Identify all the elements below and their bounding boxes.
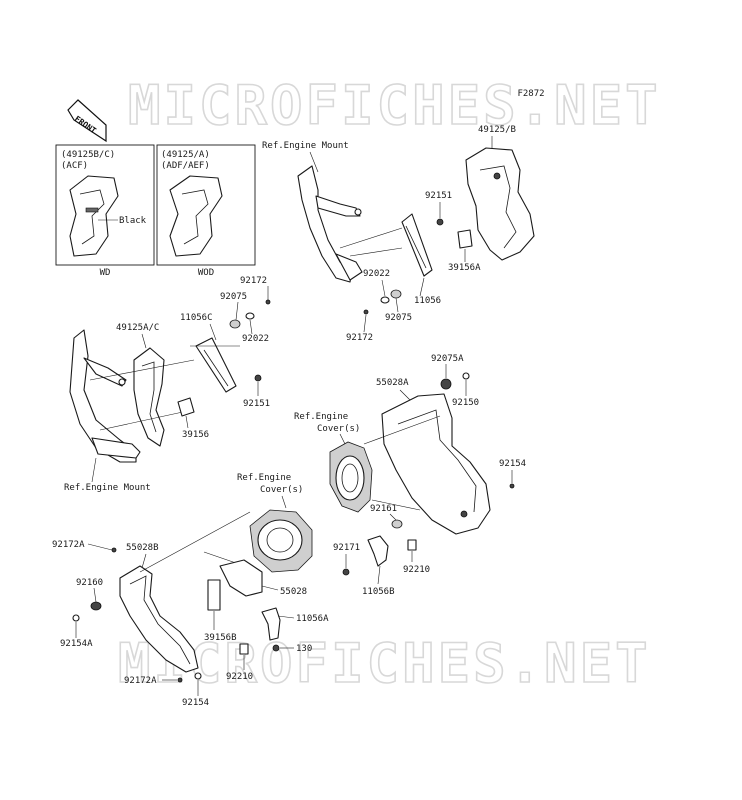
bolt-92172A-top — [111, 547, 117, 553]
engine-mount-bracket-top — [297, 165, 363, 283]
label-p92150: 92150 — [452, 398, 479, 408]
label-p92161: 92161 — [370, 504, 397, 514]
cover-55028 — [219, 559, 263, 597]
label-p49125AC: 49125A/C — [116, 323, 159, 333]
bolt-92172-left — [265, 299, 271, 305]
inset-wod-variant: (ADF/AEF) — [161, 161, 210, 171]
pad-39156B — [207, 579, 221, 611]
label-p11056A: 11056A — [296, 614, 329, 624]
grommet-92075-left — [229, 319, 241, 329]
bracket-11056C — [195, 337, 237, 393]
inset-wod-code: (49125/A) — [161, 150, 210, 160]
label-p92154-right: 92154 — [499, 459, 526, 469]
label-p92160: 92160 — [76, 578, 103, 588]
label-p92075A: 92075A — [431, 354, 464, 364]
label-p92154-bottom: 92154 — [182, 698, 209, 708]
nut-92150 — [462, 372, 470, 380]
engine-mount-bracket-left — [69, 329, 141, 463]
label-p11056B: 11056B — [362, 587, 395, 597]
label-p92075-top: 92075 — [385, 313, 412, 323]
inset-wod-caption: WOD — [198, 268, 214, 278]
label-ref-engine-cover-2a: Ref.Engine — [237, 473, 291, 483]
grommet-92075-top — [390, 289, 402, 299]
cover-49125AC — [133, 347, 165, 447]
inset-wd-caption: WD — [100, 268, 111, 278]
bracket-11056 — [401, 213, 433, 277]
label-p92172-left: 92172 — [240, 276, 267, 286]
label-p92171: 92171 — [333, 543, 360, 553]
black-trim-mark — [85, 207, 99, 213]
bolt-92171 — [342, 568, 350, 576]
inset-wd-variant: (ACF) — [61, 161, 88, 171]
collar-92022-top — [380, 296, 390, 304]
label-p92022-top: 92022 — [363, 269, 390, 279]
label-p49125B: 49125/B — [478, 125, 516, 135]
label-p55028A: 55028A — [376, 378, 409, 388]
grommet-92160 — [90, 601, 102, 611]
collar-92161 — [391, 519, 403, 529]
label-p92172A-top: 92172A — [52, 540, 85, 550]
label-p92172-top: 92172 — [346, 333, 373, 343]
label-p92210-bottom: 92210 — [226, 672, 253, 682]
figure-code: F2872 — [517, 89, 544, 99]
label-p11056: 11056 — [414, 296, 441, 306]
label-p92210-right: 92210 — [403, 565, 430, 575]
label-ref-engine-mount-top: Ref.Engine Mount — [262, 141, 349, 151]
label-p55028B: 55028B — [126, 543, 159, 553]
bolt-92151-top — [436, 218, 444, 226]
cover-49125B — [465, 147, 535, 261]
label-p92172A-bottom: 92172A — [124, 676, 157, 686]
bolt-92154-right — [509, 483, 515, 489]
bolt-92172-top — [363, 309, 369, 315]
bracket-11056B — [367, 535, 389, 567]
bolt-92154A — [72, 614, 80, 622]
inset-wd-code: (49125B/C) — [61, 150, 115, 160]
label-ref-engine-cover-2b: Cover(s) — [260, 485, 303, 495]
bracket-11056A — [261, 607, 281, 641]
collar-92210-bottom — [239, 643, 249, 655]
watermark-bottom: MICROFICHES.NET — [118, 632, 651, 695]
label-p130: 130 — [296, 644, 312, 654]
label-p39156B: 39156B — [204, 633, 237, 643]
label-p92022-left: 92022 — [242, 334, 269, 344]
label-ref-engine-cover-1b: Cover(s) — [317, 424, 360, 434]
engine-cover-ref-top — [329, 441, 373, 513]
label-ref-engine-mount-left: Ref.Engine Mount — [64, 483, 151, 493]
collar-92022-left — [245, 312, 255, 320]
bolt-130 — [272, 644, 280, 652]
inset-wd: (49125B/C) (ACF) Black WD — [55, 144, 155, 278]
watermark-top: MICROFICHES.NET — [128, 74, 661, 137]
cover-55028B — [119, 565, 199, 673]
label-p92151-top: 92151 — [425, 191, 452, 201]
label-p39156A: 39156A — [448, 263, 481, 273]
label-p11056C: 11056C — [180, 313, 213, 323]
cover-55028A — [381, 393, 491, 535]
engine-cover-ref-bottom — [249, 509, 313, 573]
front-arrow-icon: FRONT — [67, 99, 107, 143]
grommet-92075A — [440, 378, 452, 390]
label-p39156: 39156 — [182, 430, 209, 440]
inset-wd-note: Black — [119, 216, 147, 226]
pad-39156 — [177, 397, 195, 417]
pad-39156A — [457, 229, 473, 249]
bolt-92151-left — [254, 374, 262, 382]
label-p92151-left: 92151 — [243, 399, 270, 409]
label-p55028: 55028 — [280, 587, 307, 597]
bolt-92172A-bottom — [177, 677, 183, 683]
label-p92075-left: 92075 — [220, 292, 247, 302]
inset-wod: (49125/A) (ADF/AEF) WOD — [156, 144, 256, 278]
bolt-92154-bottom — [194, 672, 202, 680]
label-p92154A: 92154A — [60, 639, 93, 649]
collar-92210-right — [407, 539, 417, 551]
label-ref-engine-cover-1a: Ref.Engine — [294, 412, 348, 422]
